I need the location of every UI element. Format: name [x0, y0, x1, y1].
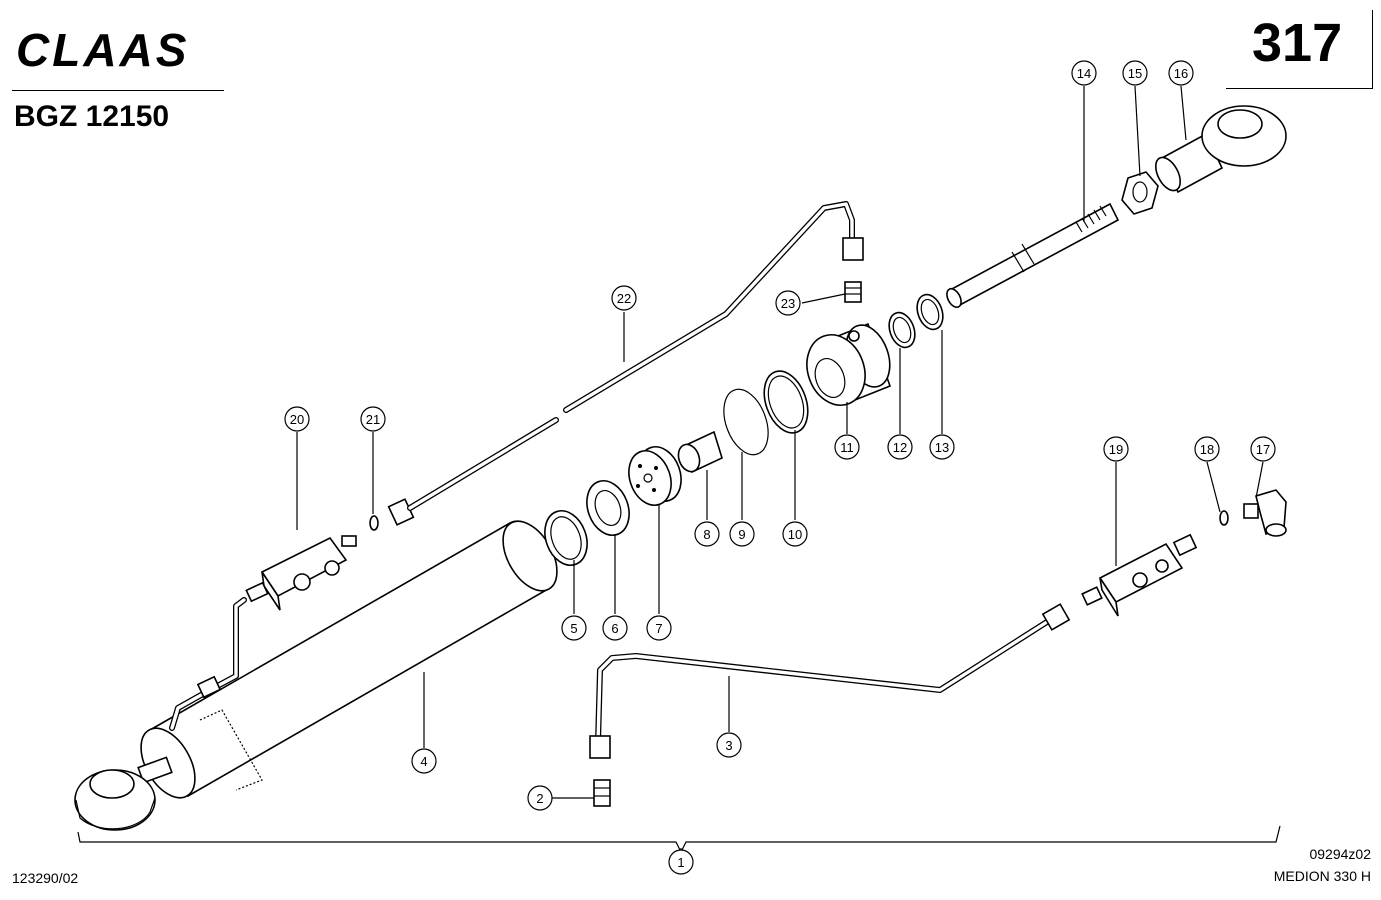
svg-text:22: 22 [617, 291, 631, 306]
snap-ring-9 [723, 388, 769, 456]
ring-12 [888, 311, 916, 349]
svg-text:2: 2 [536, 791, 543, 806]
svg-text:6: 6 [611, 621, 618, 636]
pipe-nut-top [842, 237, 864, 261]
svg-text:11: 11 [840, 440, 854, 455]
callout-2: 2 [527, 785, 553, 811]
seal-ring-21 [369, 515, 379, 531]
fitting-2 [593, 779, 611, 807]
callout-7: 7 [646, 615, 672, 641]
callout-16: 16 [1168, 60, 1194, 86]
svg-text:15: 15 [1128, 66, 1142, 81]
callout-23: 23 [775, 290, 801, 316]
piston-rod-14 [946, 202, 1120, 309]
svg-text:5: 5 [570, 621, 577, 636]
hex-nut-15 [1121, 171, 1159, 215]
image-code: 09294z02 [1309, 846, 1371, 862]
svg-text:4: 4 [420, 754, 427, 769]
seal-ring-18 [1219, 510, 1229, 526]
fitting-23 [844, 281, 862, 303]
svg-text:10: 10 [788, 527, 802, 542]
valve-block-left [245, 535, 357, 611]
claas-logo: CLAAS [14, 22, 232, 76]
callout-4: 4 [411, 748, 437, 774]
callout-13: 13 [929, 434, 955, 460]
callout-11: 11 [834, 434, 860, 460]
cylinder-eye-mount [74, 756, 173, 831]
svg-text:9: 9 [738, 527, 745, 542]
cylinder-barrel [140, 520, 558, 799]
page-number-rule-vertical [1372, 10, 1373, 88]
svg-text:19: 19 [1109, 442, 1123, 457]
callout-20: 20 [284, 406, 310, 432]
svg-text:21: 21 [366, 412, 380, 427]
sleeve-8 [677, 430, 723, 474]
o-ring-10 [763, 370, 809, 434]
svg-text:23: 23 [781, 296, 795, 311]
callout-21: 21 [360, 406, 386, 432]
drawing-reference: 123290/02 [12, 870, 79, 886]
callout-1: 1 [668, 849, 694, 875]
brand-logo-text: CLAAS [16, 24, 189, 74]
rod-eye-16 [1154, 105, 1287, 194]
svg-text:8: 8 [703, 527, 710, 542]
callout-leader-lines [296, 85, 1264, 852]
svg-text:14: 14 [1077, 66, 1091, 81]
pipe-nut-upper [387, 498, 415, 526]
pipe-nut-bottom [589, 735, 611, 759]
svg-text:18: 18 [1200, 442, 1214, 457]
page-number: 317 [1252, 13, 1343, 73]
svg-text:12: 12 [893, 440, 907, 455]
pipe-nut-right [1041, 603, 1071, 631]
callout-8: 8 [694, 521, 720, 547]
callout-17: 17 [1250, 436, 1276, 462]
callout-12: 12 [887, 434, 913, 460]
callout-10: 10 [782, 521, 808, 547]
callout-5: 5 [561, 615, 587, 641]
assembly-bracket [77, 825, 1281, 854]
machine-model: MEDION 330 H [1273, 868, 1371, 884]
svg-text:7: 7 [655, 621, 662, 636]
seal-6 [586, 480, 630, 536]
callout-19: 19 [1103, 436, 1129, 462]
svg-text:1: 1 [677, 855, 684, 870]
callout-3: 3 [716, 732, 742, 758]
model-code: BGZ 12150 [14, 100, 170, 133]
cylinder-head-11 [806, 322, 892, 406]
svg-text:13: 13 [935, 440, 949, 455]
elbow-fitting-17 [1243, 489, 1287, 537]
callout-9: 9 [729, 521, 755, 547]
callout-18: 18 [1194, 436, 1220, 462]
svg-text:16: 16 [1174, 66, 1188, 81]
callout-6: 6 [602, 615, 628, 641]
svg-text:3: 3 [725, 738, 732, 753]
header-rule [12, 90, 224, 91]
callout-15: 15 [1122, 60, 1148, 86]
callout-14: 14 [1071, 60, 1097, 86]
cylinder-pipe-nut [196, 675, 222, 699]
page-number-rule-horizontal [1226, 88, 1373, 89]
callout-22: 22 [611, 285, 637, 311]
valve-block-right [1081, 533, 1198, 617]
ring-13 [916, 293, 944, 331]
svg-text:17: 17 [1256, 442, 1270, 457]
svg-text:20: 20 [290, 412, 304, 427]
seal-5 [544, 510, 588, 566]
